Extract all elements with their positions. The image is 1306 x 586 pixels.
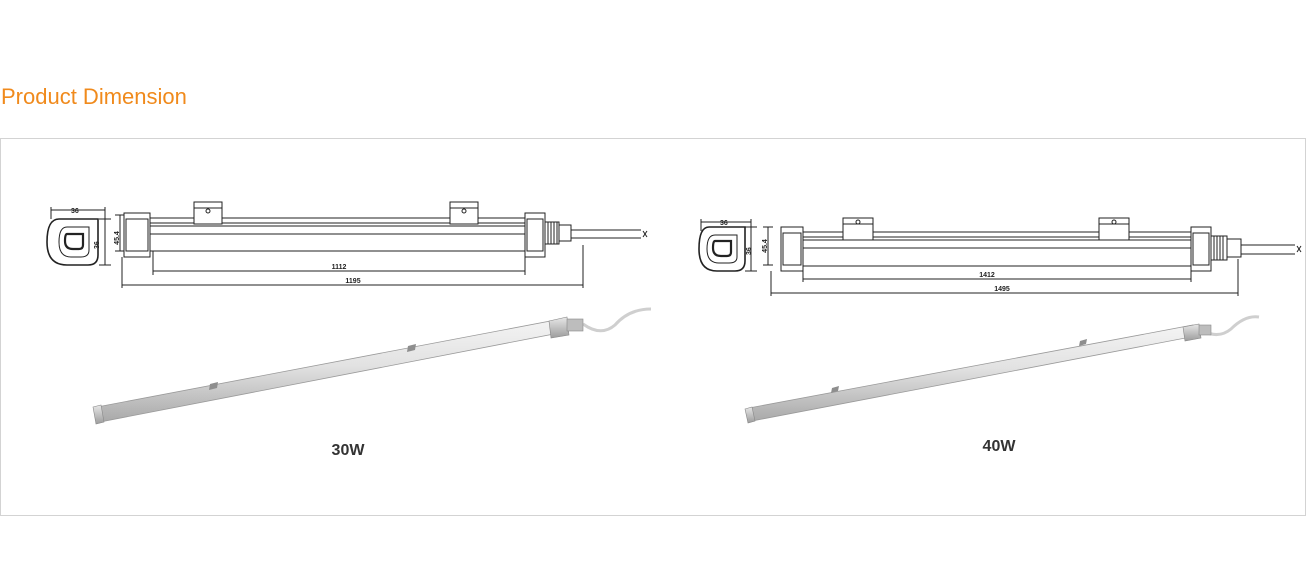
total-length-dimension-label: 1195 — [345, 278, 360, 285]
end-view-drawing — [698, 219, 757, 272]
product-30w-group: 36 36 — [46, 201, 652, 459]
side-view-drawing — [115, 201, 648, 288]
product-dimension-panel: 36 36 — [0, 138, 1306, 516]
tube-length-dimension-label: 1412 — [979, 272, 995, 279]
width-dimension-label: 36 — [720, 220, 728, 227]
section-title: Product Dimension — [1, 84, 187, 109]
width-dimension-label: 36 — [71, 208, 79, 215]
product-40w-group: 36 36 — [698, 217, 1302, 455]
body-height-dimension-label: 36 — [746, 247, 753, 255]
product-caption-40w: 40W — [983, 438, 1017, 455]
height-dimension-label: 45.4 — [114, 231, 121, 245]
total-length-dimension-label: 1495 — [994, 286, 1010, 293]
dimension-drawings: 36 36 — [46, 201, 1302, 459]
side-view-drawing — [763, 217, 1302, 296]
tube-length-dimension-label: 1112 — [332, 264, 347, 271]
product-illustration-30w — [92, 307, 652, 425]
product-illustration-40w — [744, 315, 1260, 424]
height-dimension-label: 45.4 — [762, 239, 769, 253]
end-view-drawing — [46, 207, 111, 266]
product-caption-30w: 30W — [332, 442, 366, 459]
body-height-dimension-label: 36 — [94, 241, 101, 249]
